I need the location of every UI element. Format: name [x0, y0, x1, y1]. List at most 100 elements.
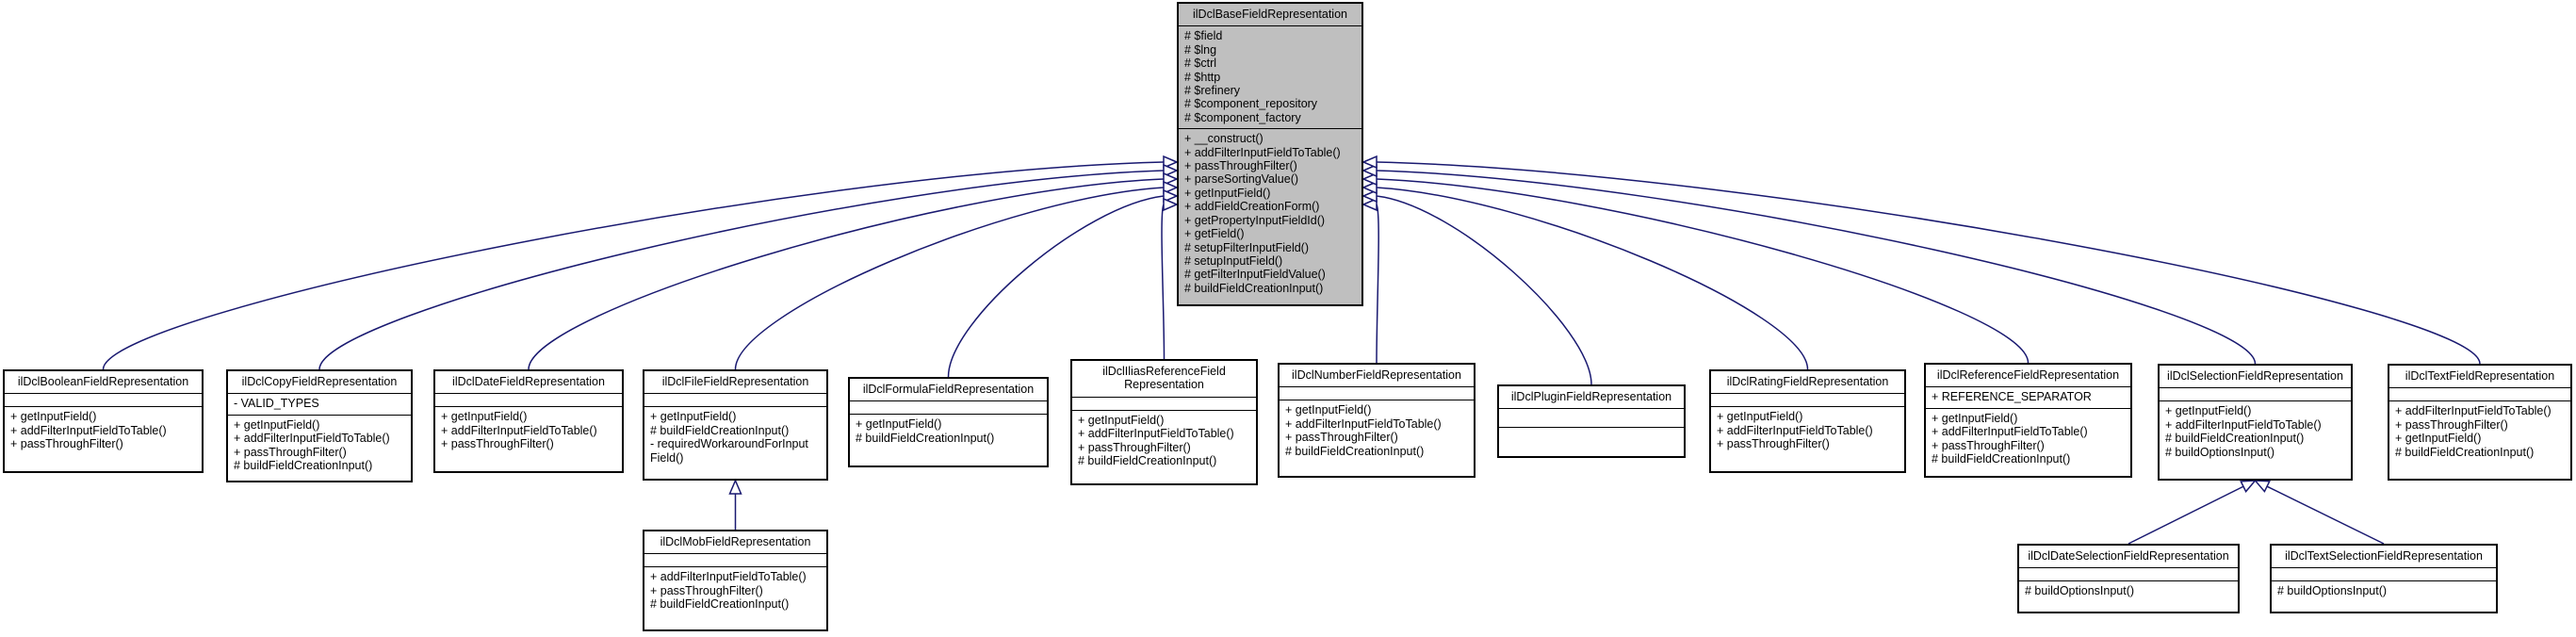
inheritance-edge-textselection-to-selection	[2266, 485, 2385, 545]
inheritance-arrowhead	[1361, 180, 1378, 195]
class-ilDclPluginFieldRepresentation[interactable]: ilDclPluginFieldRepresentation	[1497, 384, 1686, 458]
class-operations: + getInputField()# buildFieldCreationInp…	[850, 414, 1047, 449]
class-ilDclDateFieldRepresentation[interactable]: ilDclDateFieldRepresentation + getInputF…	[433, 369, 624, 473]
class-operations: + __construct()+ addFilterInputFieldToTa…	[1179, 128, 1361, 299]
class-operation: + addFilterInputFieldToTable()	[2165, 417, 2322, 432]
class-ilDclSelectionFieldRepresentation[interactable]: ilDclSelectionFieldRepresentation + getI…	[2158, 364, 2353, 481]
class-attributes	[2389, 387, 2570, 400]
class-title: ilDclPluginFieldRepresentation	[1499, 386, 1684, 408]
class-attributes	[1280, 386, 1474, 400]
class-operations: + getInputField()# buildFieldCreationInp…	[644, 406, 826, 468]
class-operation: + addFilterInputFieldToTable()	[2395, 404, 2552, 418]
class-operations: + addFilterInputFieldToTable()+ passThro…	[2389, 400, 2570, 463]
class-operations: + getInputField()+ addFilterInputFieldTo…	[5, 406, 202, 454]
class-operation: + getInputField()	[234, 417, 320, 432]
class-ilDclFileFieldRepresentation[interactable]: ilDclFileFieldRepresentation + getInputF…	[643, 369, 828, 481]
class-name: ilDclReferenceFieldRepresentation	[1936, 368, 2120, 382]
inheritance-edge-boolean-to-base	[102, 161, 1165, 370]
inheritance-edge-date-to-base	[528, 178, 1165, 370]
class-operations: + getInputField()+ addFilterInputFieldTo…	[1280, 400, 1474, 462]
class-attributes: - VALID_TYPES	[228, 393, 411, 414]
class-ilDclTextFieldRepresentation[interactable]: ilDclTextFieldRepresentation + addFilter…	[2388, 364, 2572, 481]
class-operation: # buildFieldCreationInput()	[234, 459, 373, 473]
class-operation: + addFilterInputFieldToTable()	[234, 432, 390, 446]
class-ilDclRatingFieldRepresentation[interactable]: ilDclRatingFieldRepresentation + getInpu…	[1709, 369, 1906, 473]
class-attributes	[2019, 567, 2238, 580]
class-title: ilDclRatingFieldRepresentation	[1711, 371, 1904, 393]
class-title: ilDclFileFieldRepresentation	[644, 371, 826, 393]
inheritance-edge-formula-to-base	[947, 195, 1165, 378]
class-name: ilDclSelectionFieldRepresentation	[2167, 369, 2343, 383]
class-operations: + getInputField()+ addFilterInputFieldTo…	[2160, 400, 2351, 463]
class-operation: + getInputField()	[1184, 186, 1271, 200]
class-operation: # buildFieldCreationInput()	[1285, 444, 1425, 458]
inheritance-arrowhead	[1361, 163, 1378, 178]
class-title: ilDclReferenceFieldRepresentation	[1926, 365, 2130, 386]
class-name: ilDclDateSelectionFieldRepresentation	[2028, 549, 2229, 563]
class-operation: + passThroughFilter()	[1285, 431, 1398, 445]
class-ilDclBooleanFieldRepresentation[interactable]: ilDclBooleanFieldRepresentation + getInp…	[3, 369, 204, 473]
class-ilDclReferenceFieldRepresentation[interactable]: ilDclReferenceFieldRepresentation + REFE…	[1924, 363, 2132, 478]
class-operation: # buildFieldCreationInput()	[650, 423, 790, 437]
class-operation: Field()	[650, 450, 684, 465]
class-operation: # buildFieldCreationInput()	[650, 597, 790, 612]
class-operation: + getInputField()	[650, 410, 737, 424]
class-title: ilDclTextFieldRepresentation	[2389, 366, 2570, 387]
class-name: ilDclRatingFieldRepresentation	[1726, 375, 1889, 388]
class-operation: # buildOptionsInput()	[2277, 584, 2388, 598]
class-operation: + getInputField()	[856, 417, 942, 432]
class-operations: # buildOptionsInput()	[2019, 580, 2238, 601]
class-attribute: # $ctrl	[1184, 57, 1217, 71]
class-ilDclMobFieldRepresentation[interactable]: ilDclMobFieldRepresentation + addFilterI…	[643, 530, 828, 631]
inheritance-edge-reference-to-base	[1376, 178, 2030, 364]
class-operation: + getInputField()	[1717, 410, 1803, 424]
inheritance-arrowhead	[1361, 155, 1378, 170]
class-ilDclBaseFieldRepresentation[interactable]: ilDclBaseFieldRepresentation # $field# $…	[1177, 2, 1363, 306]
class-operation: + addFilterInputFieldToTable()	[650, 570, 807, 584]
class-name: ilDclTextSelectionFieldRepresentation	[2285, 549, 2483, 563]
class-operation: # buildFieldCreationInput()	[1932, 452, 2071, 466]
class-operation: + getInputField()	[2395, 432, 2482, 446]
class-ilDclCopyFieldRepresentation[interactable]: ilDclCopyFieldRepresentation - VALID_TYP…	[226, 369, 413, 482]
class-ilDclFormulaFieldRepresentation[interactable]: ilDclFormulaFieldRepresentation + getInp…	[848, 377, 1049, 467]
class-name: ilDclFileFieldRepresentation	[661, 375, 809, 388]
class-title: ilDclNumberFieldRepresentation	[1280, 365, 1474, 386]
class-attributes	[644, 393, 826, 406]
class-operation: + addFilterInputFieldToTable()	[10, 423, 167, 437]
inheritance-edge-text-to-base	[1376, 161, 2481, 365]
class-attributes	[2160, 387, 2351, 400]
class-ilDclDateSelectionFieldRepresentation[interactable]: ilDclDateSelectionFieldRepresentation # …	[2017, 544, 2240, 613]
class-attribute: # $field	[1184, 29, 1223, 43]
inheritance-arrowhead	[1163, 163, 1179, 178]
class-title: ilDclMobFieldRepresentation	[644, 531, 826, 553]
class-title: ilDclDateSelectionFieldRepresentation	[2019, 546, 2238, 567]
inheritance-arrowhead	[1163, 197, 1179, 212]
class-operation: # getFilterInputFieldValue()	[1184, 268, 1326, 282]
class-operation: + addFilterInputFieldToTable()	[1932, 425, 2088, 439]
class-operation: # setupFilterInputField()	[1184, 240, 1310, 254]
class-operation: # buildFieldCreationInput()	[2395, 445, 2535, 459]
class-operation: # buildOptionsInput()	[2165, 445, 2275, 459]
class-attributes	[435, 393, 622, 406]
class-ilDclTextSelectionFieldRepresentation[interactable]: ilDclTextSelectionFieldRepresentation # …	[2270, 544, 2498, 613]
class-ilDclIliasReferenceFieldRepresentation[interactable]: ilDclIliasReferenceField Representation …	[1070, 359, 1258, 485]
class-name: ilDclBooleanFieldRepresentation	[17, 375, 189, 388]
class-operation: + getInputField()	[1285, 403, 1372, 417]
class-operation: + passThroughFilter()	[1078, 440, 1191, 454]
class-attributes	[1072, 396, 1256, 410]
class-title: ilDclFormulaFieldRepresentation	[850, 379, 1047, 400]
class-operation: + addFilterInputFieldToTable()	[441, 423, 597, 437]
class-operation: + getInputField()	[441, 410, 528, 424]
class-name: ilDclNumberFieldRepresentation	[1292, 368, 1461, 382]
class-operation: + addFilterInputFieldToTable()	[1285, 416, 1442, 431]
class-attribute: # $refinery	[1184, 84, 1241, 98]
inheritance-edge-number-to-base	[1376, 204, 1379, 364]
class-attributes	[1711, 393, 1904, 406]
class-ilDclNumberFieldRepresentation[interactable]: ilDclNumberFieldRepresentation + getInpu…	[1278, 363, 1475, 478]
class-name: ilDclPluginFieldRepresentation	[1510, 390, 1672, 403]
class-operation: # buildOptionsInput()	[2025, 584, 2135, 598]
class-operation: + getPropertyInputFieldId()	[1184, 213, 1326, 227]
class-name: ilDclIliasReferenceField Representation	[1102, 365, 1226, 392]
class-operation: + addFieldCreationForm()	[1184, 200, 1320, 214]
class-operation: # buildFieldCreationInput()	[1184, 281, 1324, 295]
